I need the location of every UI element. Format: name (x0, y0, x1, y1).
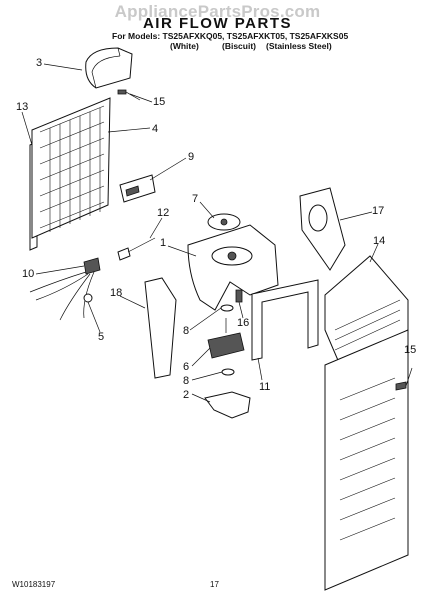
finish-stainless-steel: (Stainless Steel) (266, 41, 332, 51)
rear-panel-part (324, 255, 409, 591)
callout-label: 15 (404, 344, 416, 356)
callout-label: 5 (98, 331, 104, 343)
gasket-part (144, 277, 177, 379)
callout-label: 1 (160, 237, 166, 249)
air-baffle-part (299, 187, 346, 271)
control-bracket-part (119, 174, 156, 203)
fan-blade-part (207, 213, 241, 231)
callout-label: 11 (259, 381, 270, 393)
callout-label: 15 (153, 96, 165, 108)
finish-biscuit: (Biscuit) (222, 41, 256, 51)
callout-label: 13 (16, 101, 28, 113)
page-title: AIR FLOW PARTS (142, 15, 293, 32)
grommet-upper-part (220, 304, 234, 312)
screw-part (117, 89, 141, 101)
heater-rod-part (117, 237, 156, 261)
duct-cover-part (85, 47, 133, 89)
callout-labels: 3 15 13 4 9 7 12 17 14 1 10 18 16 8 5 6 … (16, 57, 416, 401)
page-number: 17 (210, 580, 219, 589)
callout-label: 7 (192, 193, 198, 205)
seal-frame-part (251, 279, 319, 361)
fan-motor-part (207, 318, 245, 359)
fan-housing-part (187, 224, 279, 311)
screw-16-part (235, 289, 243, 303)
callout-label: 10 (22, 268, 34, 280)
screw-right-part (395, 367, 413, 391)
evaporator-cover-panel (31, 97, 111, 239)
models-line: For Models: TS25AFXKQ05, TS25AFXKT05, TS… (112, 31, 349, 41)
callout-label: 12 (157, 207, 169, 219)
finish-white: (White) (170, 41, 199, 51)
motor-bracket-part (204, 391, 251, 419)
callout-label: 2 (183, 389, 189, 401)
callout-label: 3 (36, 57, 42, 69)
callout-leaders (21, 63, 379, 403)
callout-label: 8 (183, 325, 189, 337)
callout-label: 14 (373, 235, 385, 247)
callout-label: 6 (183, 361, 189, 373)
document-number: W10183197 (12, 580, 56, 589)
callout-label: 8 (183, 375, 189, 387)
watermark: AppliancePartsPros.com (114, 2, 321, 21)
callout-label: 18 (110, 287, 122, 299)
callout-label: 16 (237, 317, 249, 329)
callout-label: 4 (152, 123, 158, 135)
callout-label: 9 (188, 151, 194, 163)
callout-label: 17 (372, 205, 384, 217)
grommet-lower-part (221, 368, 235, 376)
wire-harness-part (29, 257, 101, 321)
